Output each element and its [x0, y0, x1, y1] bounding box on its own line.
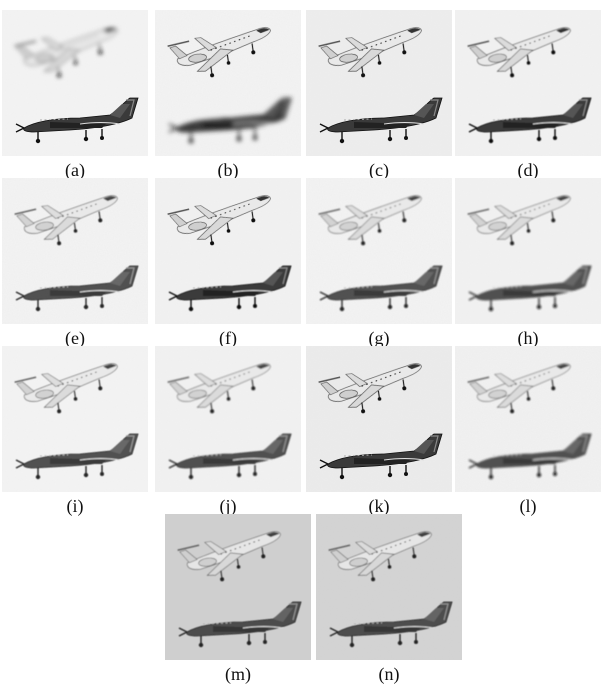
- upper-aircraft-body: [318, 27, 422, 78]
- image-b: [155, 10, 301, 156]
- photo-8: [2, 346, 148, 492]
- photo-10: [306, 346, 452, 492]
- lower-aircraft-body: [319, 97, 443, 144]
- photo-13: [316, 514, 462, 660]
- photo-0: [2, 10, 148, 156]
- caption-m: (m): [225, 664, 251, 684]
- panel-g: (g): [306, 178, 452, 348]
- image-m: [165, 514, 311, 660]
- upper-aircraft-body: [14, 195, 118, 246]
- photo-11: [455, 346, 601, 492]
- photo-5: [155, 178, 301, 324]
- lower-aircraft-body: [168, 97, 292, 144]
- upper-aircraft-body: [318, 195, 422, 246]
- lower-aircraft-body: [15, 433, 139, 480]
- panel-c: (c): [306, 10, 452, 180]
- photo-2: [306, 10, 452, 156]
- panel-m: (m): [165, 514, 311, 684]
- upper-aircraft-body: [467, 195, 571, 246]
- panel-i: (i): [2, 346, 148, 516]
- lower-aircraft-body: [178, 601, 302, 648]
- photo-4: [2, 178, 148, 324]
- image-j: [155, 346, 301, 492]
- photo-1: [155, 10, 301, 156]
- caption-g: (g): [368, 328, 390, 348]
- lower-aircraft-body: [319, 265, 443, 312]
- upper-aircraft-body: [328, 531, 432, 582]
- caption-e: (e): [65, 328, 85, 348]
- lower-aircraft-body: [468, 97, 592, 144]
- upper-aircraft-body: [14, 27, 118, 78]
- image-h: [455, 178, 601, 324]
- lower-aircraft-body: [168, 433, 292, 480]
- lower-aircraft-body: [319, 433, 443, 480]
- upper-aircraft-body: [177, 531, 281, 582]
- lower-aircraft-body: [329, 601, 453, 648]
- photo-7: [455, 178, 601, 324]
- upper-aircraft-body: [167, 27, 271, 78]
- image-a: [2, 10, 148, 156]
- panel-n: (n): [316, 514, 462, 684]
- image-l: [455, 346, 601, 492]
- lower-aircraft-body: [15, 97, 139, 144]
- panel-j: (j): [155, 346, 301, 516]
- image-n: [316, 514, 462, 660]
- panel-h: (h): [455, 178, 601, 348]
- upper-aircraft-body: [318, 363, 422, 414]
- caption-b: (b): [217, 160, 239, 180]
- photo-9: [155, 346, 301, 492]
- image-c: [306, 10, 452, 156]
- lower-aircraft-body: [168, 265, 292, 312]
- upper-aircraft-body: [14, 363, 118, 414]
- lower-aircraft-body: [468, 265, 592, 312]
- lower-aircraft-body: [15, 265, 139, 312]
- caption-c: (c): [369, 160, 389, 180]
- caption-j: (j): [219, 496, 237, 516]
- panel-e: (e): [2, 178, 148, 348]
- panel-a: (a): [2, 10, 148, 180]
- caption-n: (n): [378, 664, 400, 684]
- image-e: [2, 178, 148, 324]
- panel-b: (b): [155, 10, 301, 180]
- panel-d: (d): [455, 10, 601, 180]
- panel-f: (f): [155, 178, 301, 348]
- image-k: [306, 346, 452, 492]
- upper-aircraft-body: [467, 27, 571, 78]
- panel-k: (k): [306, 346, 452, 516]
- caption-h: (h): [517, 328, 539, 348]
- caption-a: (a): [65, 160, 85, 180]
- photo-6: [306, 178, 452, 324]
- photo-12: [165, 514, 311, 660]
- lower-aircraft-body: [468, 433, 592, 480]
- upper-aircraft-body: [467, 363, 571, 414]
- upper-aircraft-body: [167, 363, 271, 414]
- photo-3: [455, 10, 601, 156]
- upper-aircraft-body: [167, 195, 271, 246]
- image-f: [155, 178, 301, 324]
- image-g: [306, 178, 452, 324]
- image-i: [2, 346, 148, 492]
- caption-d: (d): [517, 160, 539, 180]
- image-d: [455, 10, 601, 156]
- panel-l: (l): [455, 346, 601, 516]
- caption-l: (l): [519, 496, 537, 516]
- caption-k: (k): [368, 496, 390, 516]
- caption-f: (f): [219, 328, 237, 348]
- caption-i: (i): [66, 496, 84, 516]
